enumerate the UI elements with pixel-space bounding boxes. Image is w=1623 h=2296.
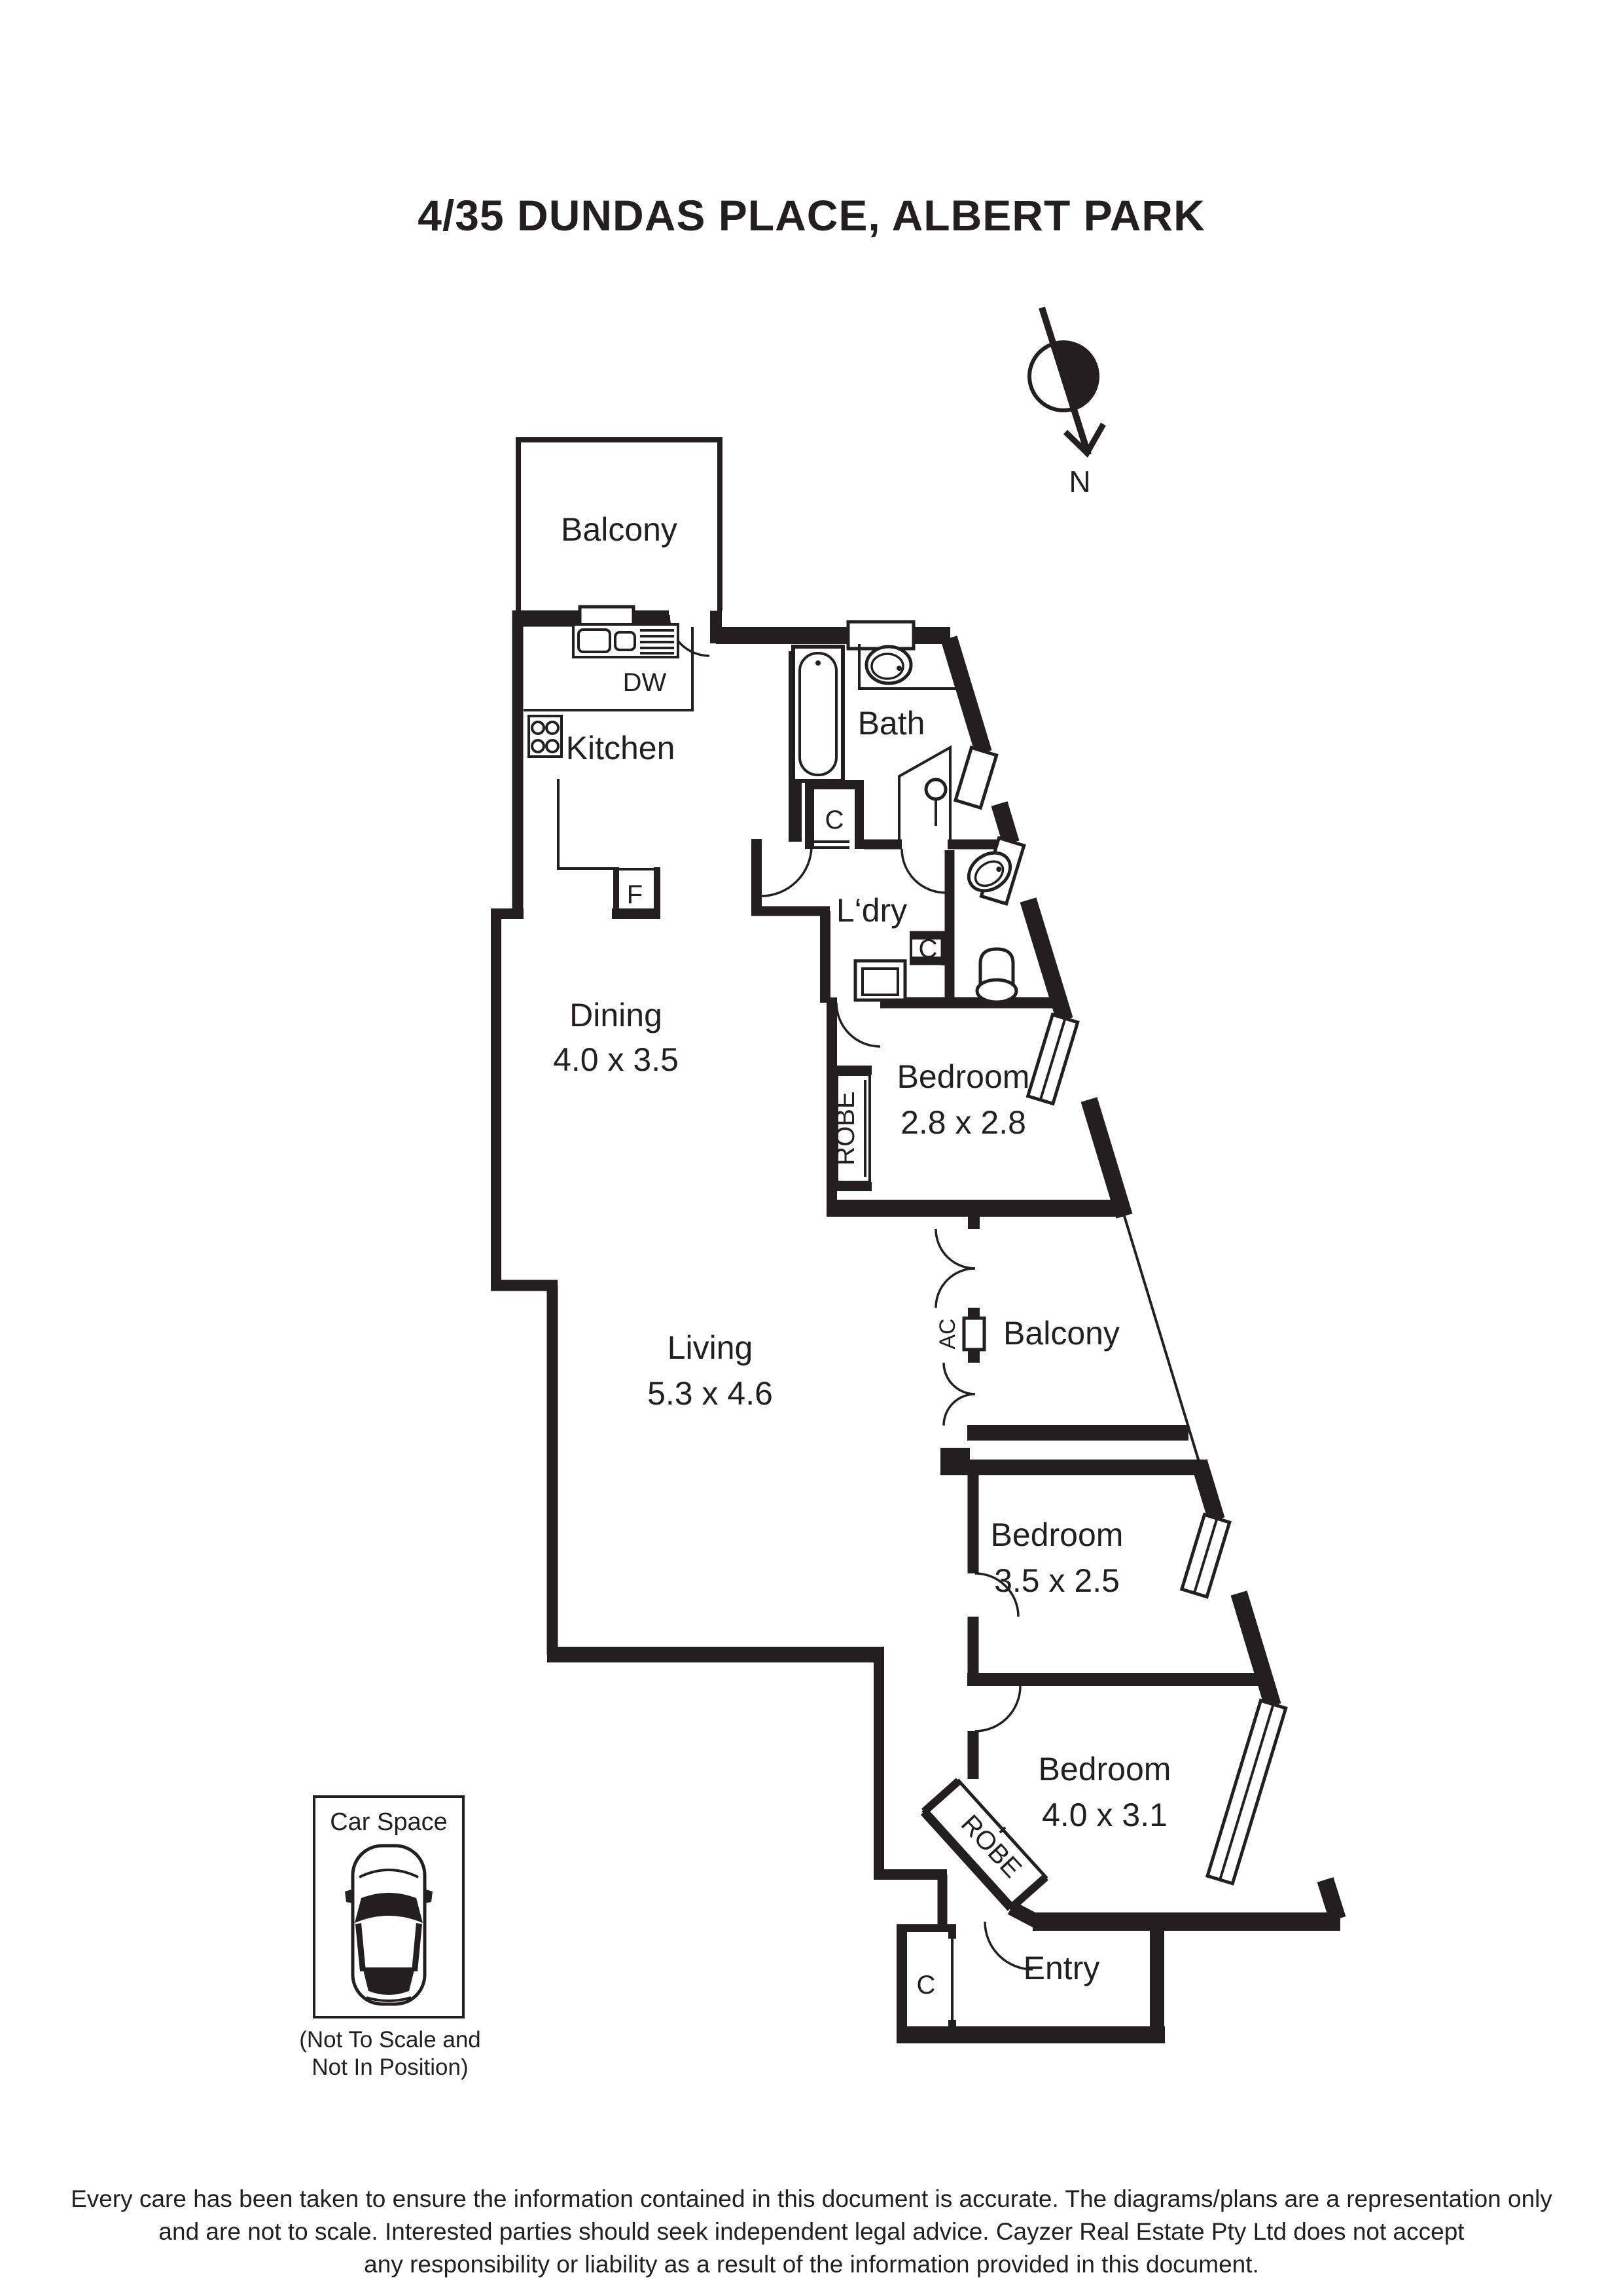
toilet-icon (975, 947, 1018, 1004)
room-dims-bedroom3: 4.0 x 3.1 (1042, 1797, 1168, 1833)
disclaimer-line1: Every care has been taken to ensure the … (71, 2185, 1552, 2212)
ac-unit-icon (962, 1316, 986, 1352)
room-label-balcony-top: Balcony (561, 511, 677, 548)
room-label-bedroom3: Bedroom (1039, 1751, 1171, 1787)
car-space-title: Car Space (330, 1808, 448, 1836)
room-dims-bedroom1: 2.8 x 2.8 (901, 1104, 1026, 1141)
label-closet-entry: C (917, 1971, 936, 2000)
door-arcs (668, 615, 1033, 1971)
room-label-bedroom1: Bedroom (897, 1058, 1030, 1095)
robe-bedroom3 (920, 1778, 1048, 1911)
laundry-closet (910, 931, 950, 965)
walls (491, 437, 1340, 2043)
disclaimer-line3: any responsibility or liability as a res… (364, 2251, 1259, 2278)
room-label-laundry: L‘dry (836, 892, 907, 929)
entry-closet (897, 1924, 956, 2034)
north-label: N (1069, 465, 1090, 499)
bathtub-icon (791, 645, 845, 783)
car-space-note1: (Not To Scale and (299, 2027, 481, 2053)
room-label-bath: Bath (858, 705, 925, 742)
room-dims-living: 5.3 x 4.6 (647, 1375, 773, 1412)
label-robe-bedroom1: ROBE (831, 1091, 860, 1165)
disclaimer-line2: and are not to scale. Interested parties… (158, 2218, 1465, 2245)
stove-icon (527, 715, 563, 758)
room-label-entry: Entry (1024, 1950, 1100, 1986)
label-ac: AC (935, 1318, 960, 1349)
room-label-balcony-mid: Balcony (1003, 1315, 1120, 1352)
car-space-note2: Not In Position) (312, 2054, 468, 2080)
window-icon (1026, 1013, 1080, 1106)
label-fridge: F (627, 880, 643, 909)
north-arrow-icon (1027, 306, 1106, 458)
label-closet-laundry: C (919, 935, 938, 963)
room-label-living: Living (668, 1329, 753, 1366)
slanted-wall (578, 605, 1346, 1922)
label-dw: DW (623, 668, 667, 697)
room-dims-bedroom2: 3.5 x 2.5 (994, 1562, 1120, 1599)
sink-icon (572, 623, 679, 658)
window-icon (1179, 1513, 1232, 1599)
window-icon (1205, 1698, 1288, 1886)
robe-bedroom1 (836, 1066, 872, 1191)
car-icon (345, 1844, 433, 2006)
room-label-bedroom2: Bedroom (991, 1516, 1124, 1553)
shower-icon (898, 745, 952, 844)
wc-basin-icon (967, 851, 1012, 893)
vanity-basin-icon (858, 644, 965, 690)
washing-machine-icon (853, 959, 907, 1002)
label-closet-bath: C (825, 806, 844, 834)
window-icon (953, 745, 999, 810)
room-dims-dining: 4.0 x 3.5 (553, 1041, 679, 1078)
room-label-dining: Dining (569, 997, 662, 1033)
room-label-kitchen: Kitchen (566, 730, 675, 766)
page-title: 4/35 DUNDAS PLACE, ALBERT PARK (418, 191, 1205, 240)
fridge-icon (612, 867, 660, 919)
kitchen-counter (524, 627, 694, 870)
